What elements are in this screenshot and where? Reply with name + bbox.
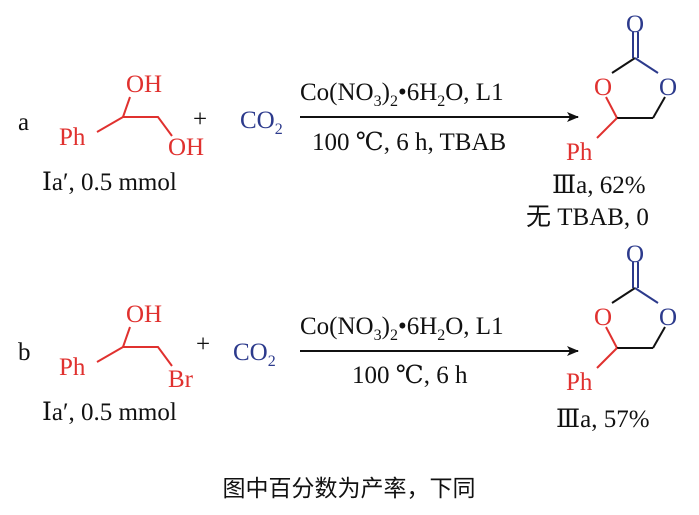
co2-label: CO2 bbox=[240, 107, 283, 138]
plus-sign: + bbox=[196, 331, 210, 358]
ring-oxygen-left: O bbox=[594, 74, 612, 101]
co2-label: CO2 bbox=[233, 339, 276, 370]
reactant-label: Ⅰa′, 0.5 mmol bbox=[42, 399, 177, 426]
hydroxyl-top: OH bbox=[126, 71, 162, 98]
carbonyl-oxygen: O bbox=[626, 241, 644, 268]
caption: 图中百分数为产率，下同 bbox=[223, 476, 476, 502]
reactant-structure: OH Ph OH bbox=[59, 71, 204, 161]
yield-label: Ⅲa, 57% bbox=[556, 406, 650, 433]
phenyl-label: Ph bbox=[59, 124, 86, 151]
bromo-substituent: Br bbox=[168, 366, 194, 393]
product-structure: O O O Ph bbox=[566, 241, 677, 396]
reaction-label: b bbox=[18, 339, 31, 366]
conditions-top: Co(NO3)2•6H2O, L1 bbox=[300, 79, 504, 110]
ring-oxygen-right: O bbox=[659, 304, 677, 331]
ring-oxygen-left: O bbox=[594, 304, 612, 331]
reactant-label: Ⅰa′, 0.5 mmol bbox=[42, 169, 177, 196]
product-structure: O O O Ph bbox=[566, 11, 677, 166]
reaction-label: a bbox=[18, 109, 29, 136]
hydroxyl-bottom: OH bbox=[168, 134, 204, 161]
yield-label: Ⅲa, 62% bbox=[552, 172, 646, 199]
conditions-bottom: 100 ℃, 6 h bbox=[352, 362, 468, 389]
hydroxyl-top: OH bbox=[126, 301, 162, 328]
oh-bond bbox=[122, 326, 131, 348]
oh-bond bbox=[122, 96, 131, 118]
conditions-bottom: 100 ℃, 6 h, TBAB bbox=[312, 129, 506, 156]
ring-oxygen-right: O bbox=[659, 74, 677, 101]
carbonyl-oxygen: O bbox=[626, 11, 644, 38]
phenyl-label: Ph bbox=[59, 354, 86, 381]
product-phenyl: Ph bbox=[566, 139, 593, 166]
plus-sign: + bbox=[193, 106, 207, 133]
reaction-a: a OH Ph OH + CO2 Co(NO3)2•6H2O, L1 100 ℃… bbox=[18, 11, 677, 231]
control-note: 无 TBAB, 0 bbox=[526, 204, 649, 231]
conditions-top: Co(NO3)2•6H2O, L1 bbox=[300, 313, 504, 344]
reactant-bonds bbox=[96, 116, 173, 137]
reactant-structure: OH Ph Br bbox=[59, 301, 194, 393]
reactant-bonds bbox=[96, 346, 173, 367]
reaction-b: b OH Ph Br + CO2 Co(NO3)2•6H2O, L1 100 ℃… bbox=[18, 241, 677, 433]
product-phenyl: Ph bbox=[566, 369, 593, 396]
